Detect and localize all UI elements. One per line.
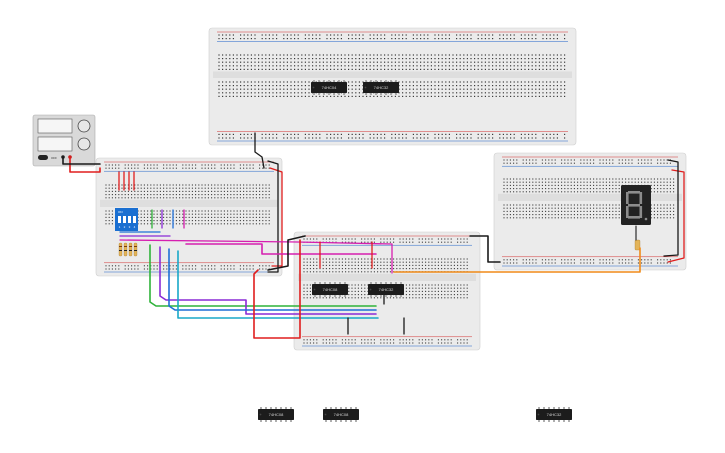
chip-loose-74hc08-1-notch [259,413,262,416]
segment-a [628,191,640,194]
wire-black-left-to-middle[interactable] [267,235,306,271]
display-resistor[interactable] [634,239,641,251]
resistor-1[interactable] [118,242,123,257]
breadboard-middle-center-channel [298,273,476,281]
resistor-2[interactable] [123,242,128,257]
voltage-display [37,118,73,134]
chip-middle-74hc08-body[interactable] [312,284,348,295]
chip-middle-74hc08[interactable]: 74HC08 [312,282,348,297]
segment-g [628,204,640,207]
pull-down-resistors [118,242,138,257]
wire-magenta-bus[interactable] [119,239,393,274]
dip-switch-lever-1[interactable] [118,216,121,223]
chip-middle-74hc32[interactable]: 74HC32 [368,282,404,297]
chip-top-74hc04-notch [312,86,315,89]
segment-dp [644,217,648,221]
wires-layer [62,132,685,339]
chip-loose-74hc32[interactable]: 74HC32 [536,407,572,422]
dip-switch-number-3: 3 [129,225,131,229]
power-switch-label: OFF [51,156,57,160]
segment-d [628,216,640,219]
current-knob-icon[interactable] [77,137,91,151]
segment-f [626,192,629,204]
breadboard-right[interactable] [493,152,687,271]
chip-middle-74hc32-notch [369,288,372,291]
dip-switch-number-2: 2 [124,225,126,229]
chip-loose-74hc08-2-notch [324,413,327,416]
wire-right-rail-black[interactable] [663,159,679,257]
dip-switch-number-4: 4 [134,225,136,229]
breadboards-layer [95,27,687,351]
dip-switch-on-label: ON [118,210,123,214]
breadboard-right-center-channel [498,193,682,201]
chip-top-74hc04-body[interactable] [311,82,347,93]
chip-top-74hc32-body[interactable] [363,82,399,93]
chip-middle-74hc32-body[interactable] [368,284,404,295]
seven-segment-display[interactable] [621,185,651,225]
wire-blue-signal[interactable] [168,248,377,311]
resistor-4[interactable] [133,242,138,257]
chip-loose-74hc08-2-body[interactable] [323,409,359,420]
dip-switch-lever-4[interactable] [133,216,136,223]
breadboard-top-center-channel [213,71,572,78]
wire-red-left-to-middle[interactable] [253,239,301,339]
breadboard-left-center-channel [100,199,278,207]
chip-top-74hc04[interactable]: 74HC04 [311,80,347,95]
wire-black-mid-to-right[interactable] [469,235,501,263]
chip-top-74hc04-label: 74HC04 [322,85,337,90]
dip-switch-number-1: 1 [119,225,121,229]
segment-c [639,206,643,218]
chip-loose-74hc08-2[interactable]: 74HC08 [323,407,359,422]
chip-loose-74hc32-label: 74HC32 [547,412,562,417]
wire-magenta-signal[interactable] [185,243,377,255]
dip-switch-lever-2[interactable] [123,216,126,223]
chip-middle-74hc32-label: 74HC32 [379,287,394,292]
resistor-3[interactable] [128,242,133,257]
chip-top-74hc32-label: 74HC32 [374,85,389,90]
power-switch-toggle[interactable] [38,155,48,160]
dip-switch-body[interactable] [115,208,138,231]
chip-loose-74hc08-2-label: 74HC08 [334,412,349,417]
wire-left-rail-red[interactable] [269,167,283,267]
wire-psu-black[interactable] [62,156,101,165]
chip-middle-74hc08-notch [313,288,316,291]
chip-loose-74hc08-1[interactable]: 74HC08 [258,407,294,422]
chips-layer: 74HC04 74HC32 74HC08 74HC32 74HC08 74HC08 74HC… [258,80,572,422]
power-supply[interactable]: OFF [32,114,96,167]
wire-top-to-left-black[interactable] [254,132,265,169]
chip-loose-74hc08-1-body[interactable] [258,409,294,420]
breadboard-left[interactable] [95,157,283,277]
wire-purple-signal[interactable] [159,246,377,315]
chip-loose-74hc32-notch [537,413,540,416]
wire-left-rail-black[interactable] [267,160,279,273]
display-resistor-body[interactable] [634,239,641,251]
chip-top-74hc32[interactable]: 74HC32 [363,80,399,95]
chip-loose-74hc08-1-label: 74HC08 [269,412,284,417]
wire-green-signal[interactable] [149,244,377,307]
wire-orange-output[interactable] [393,247,641,273]
wire-teal-signal[interactable] [177,250,379,319]
chip-loose-74hc32-body[interactable] [536,409,572,420]
segment-e [626,206,629,218]
current-display [37,136,73,152]
chip-top-74hc32-notch [364,86,367,89]
chip-middle-74hc08-label: 74HC08 [323,287,338,292]
segment-b [639,192,643,204]
voltage-knob-icon[interactable] [77,119,91,133]
dip-switch-lever-3[interactable] [128,216,131,223]
